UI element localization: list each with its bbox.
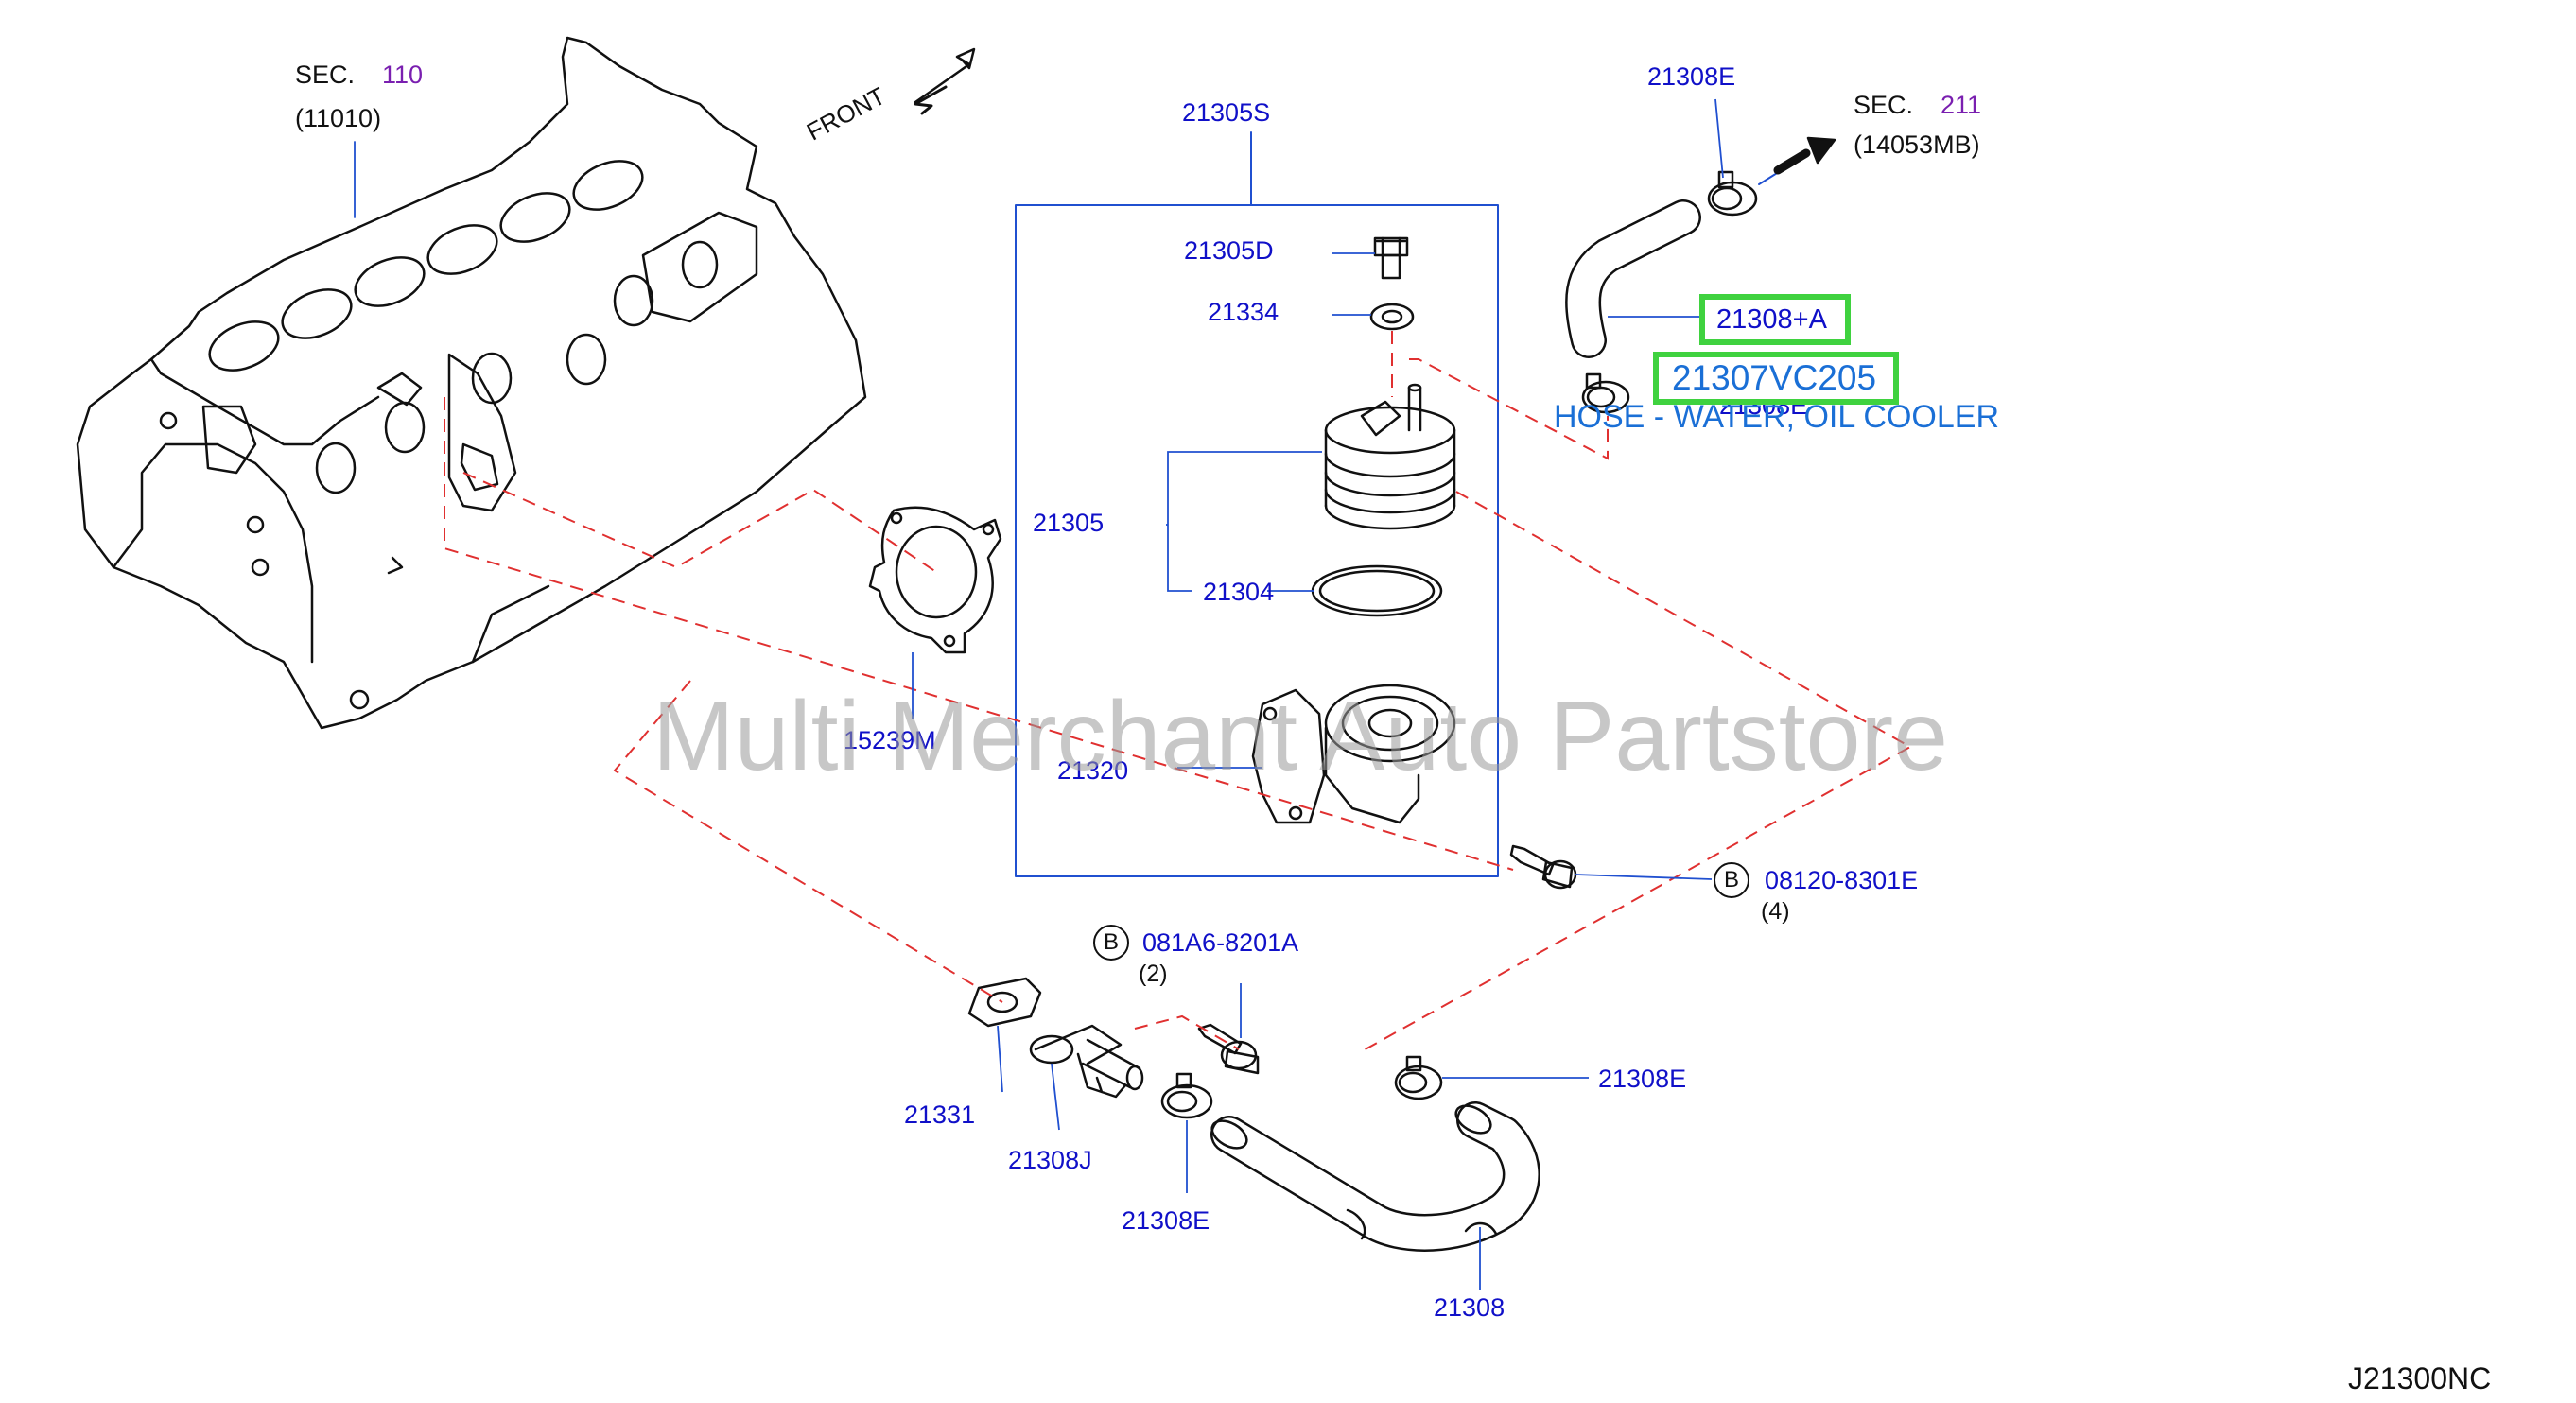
part-08120-8301E[interactable]: 08120-8301E [1765,866,1919,894]
engine-block-drawing [76,36,867,730]
sec-211-prefix: SEC. [1854,91,1914,119]
part-21308E-top[interactable]: 21308E [1647,62,1736,91]
sec-110-prefix: SEC. [295,61,356,89]
part-21308E-bottom-left[interactable]: 21308E [1122,1206,1210,1235]
part-21334[interactable]: 21334 [1208,298,1279,326]
part-081A6-8201A[interactable]: 081A6-8201A [1142,928,1299,957]
sec-211-ref: (14053MB) [1854,130,1980,159]
part-21308[interactable]: 21308 [1434,1293,1506,1322]
sec-211-number[interactable]: 211 [1941,91,1982,119]
bolt-1-qty: (4) [1761,898,1790,925]
part-15239M[interactable]: 15239M [844,726,936,754]
dashed-leaders [444,331,1913,1052]
bolt-b-circle-2: B [1093,925,1129,961]
part-21307VC205-highlight[interactable]: 21307VC205 [1653,352,1899,405]
part-21305[interactable]: 21305 [1033,509,1105,537]
sec-110-ref: (11010) [295,104,382,132]
part-21308E-bottom-right[interactable]: 21308E [1598,1065,1687,1093]
front-arrow [914,47,976,104]
bolt-b-circle-1: B [1714,862,1749,898]
part-21305D[interactable]: 21305D [1184,236,1274,265]
part-21320[interactable]: 21320 [1057,756,1129,785]
bolt-2-qty: (2) [1139,961,1168,987]
diagram-code: J21300NC [2348,1361,2492,1395]
part-21331[interactable]: 21331 [904,1100,976,1129]
part-21308J[interactable]: 21308J [1008,1146,1092,1174]
part-21308A-highlight[interactable]: 21308+A [1699,294,1851,345]
blue-leaders [912,98,1724,1290]
part-21305S[interactable]: 21305S [1182,98,1271,127]
hose-description: HOSE - WATER, OIL COOLER [1554,399,2000,435]
part-21304[interactable]: 21304 [1203,578,1275,606]
sec-110-number[interactable]: 110 [382,61,424,89]
